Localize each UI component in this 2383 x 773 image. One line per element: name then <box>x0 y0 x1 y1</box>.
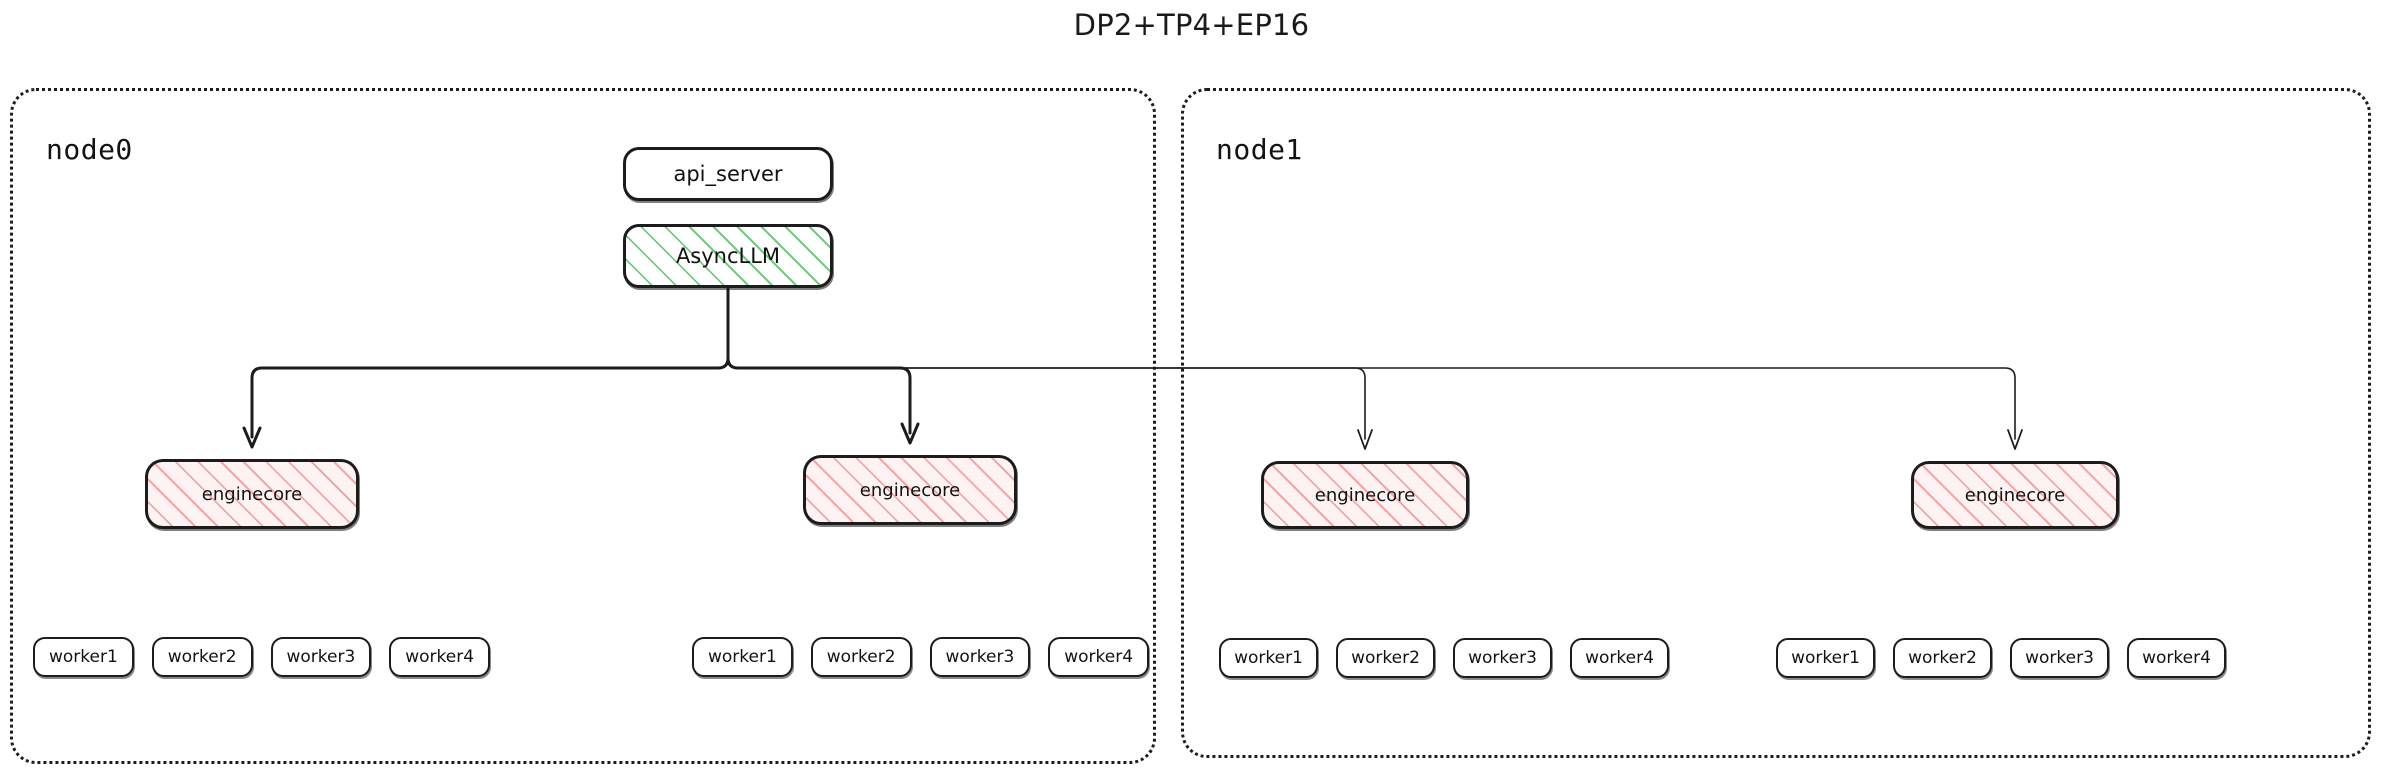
enginecore-box[interactable]: enginecore <box>1261 461 1469 529</box>
worker-box-label: worker3 <box>945 647 1015 667</box>
api-server-box-label: api_server <box>673 162 783 186</box>
worker-box[interactable]: worker3 <box>929 637 1031 677</box>
worker-box[interactable]: worker4 <box>2127 638 2226 678</box>
worker-box-label: worker1 <box>707 647 777 667</box>
enginecore-box-label: enginecore <box>1964 484 2066 506</box>
node-label-node1: node1 <box>1216 133 1303 166</box>
worker-box-label: worker1 <box>48 647 118 667</box>
worker-box[interactable]: worker4 <box>1048 637 1149 677</box>
worker-box-label: worker3 <box>286 647 356 667</box>
worker-box[interactable]: worker3 <box>2010 638 2109 678</box>
enginecore-box-label: enginecore <box>859 479 961 501</box>
worker-box-label: worker4 <box>2142 648 2211 668</box>
worker-box[interactable]: worker2 <box>1893 638 1992 678</box>
worker-box-label: worker4 <box>1064 647 1134 667</box>
worker-box[interactable]: worker2 <box>1336 638 1435 678</box>
worker-box[interactable]: worker3 <box>1453 638 1552 678</box>
worker-box-label: worker2 <box>1908 648 1977 668</box>
worker-box-label: worker3 <box>1468 648 1537 668</box>
worker-box[interactable]: worker1 <box>1219 638 1318 678</box>
worker-box-label: worker4 <box>1585 648 1654 668</box>
async-llm-box[interactable]: AsyncLLM <box>623 224 833 288</box>
worker-box-label: worker2 <box>1351 648 1420 668</box>
enginecore-box[interactable]: enginecore <box>145 459 359 529</box>
node-label-node0: node0 <box>46 133 133 166</box>
worker-box-label: worker1 <box>1791 648 1860 668</box>
page-title: DP2+TP4+EP16 <box>1073 8 1310 42</box>
worker-box-label: worker1 <box>1234 648 1303 668</box>
enginecore-box[interactable]: enginecore <box>803 455 1017 525</box>
worker-box[interactable]: worker3 <box>270 637 372 677</box>
worker-box-label: worker3 <box>2025 648 2094 668</box>
worker-box-label: worker4 <box>405 647 475 667</box>
worker-box[interactable]: worker4 <box>389 637 490 677</box>
worker-box[interactable]: worker2 <box>151 637 253 677</box>
enginecore-box-label: enginecore <box>1314 484 1416 506</box>
enginecore-box-label: enginecore <box>201 483 303 505</box>
worker-box[interactable]: worker1 <box>1776 638 1875 678</box>
worker-box[interactable]: worker4 <box>1570 638 1669 678</box>
worker-box-label: worker2 <box>826 647 896 667</box>
api-server-box[interactable]: api_server <box>623 147 833 201</box>
worker-box-label: worker2 <box>167 647 237 667</box>
worker-box[interactable]: worker2 <box>810 637 912 677</box>
async-llm-box-label: AsyncLLM <box>675 244 781 268</box>
worker-box[interactable]: worker1 <box>692 637 793 677</box>
enginecore-box[interactable]: enginecore <box>1911 461 2119 529</box>
worker-box[interactable]: worker1 <box>33 637 134 677</box>
